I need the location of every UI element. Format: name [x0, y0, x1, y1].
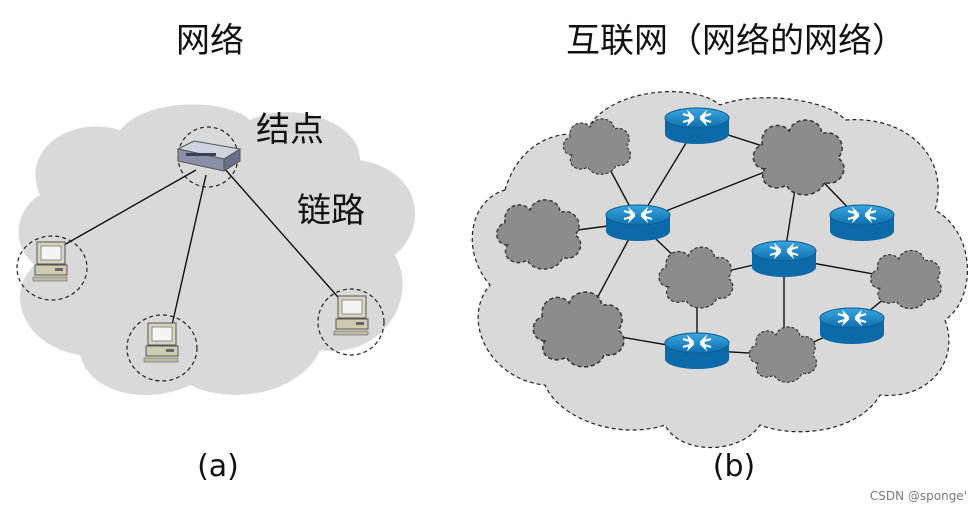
panel-a-caption: (a) [197, 449, 239, 484]
computer-icon [143, 322, 179, 363]
switch-icon [176, 140, 242, 172]
panel-a: 网络 结点 链路 (a) [16, 21, 416, 484]
router-icon [819, 307, 885, 345]
router-icon [829, 204, 895, 242]
router-icon [664, 332, 730, 370]
panel-b: 互联网（网络的网络） [471, 21, 969, 484]
node-highlight [126, 314, 198, 382]
link-line [171, 174, 207, 326]
router-icon [664, 107, 730, 145]
node-highlight [317, 288, 385, 356]
computer-icon [333, 295, 369, 336]
network-cloud [18, 104, 416, 395]
node-highlight [16, 235, 88, 301]
link-line [223, 167, 346, 306]
panel-a-title: 网络 [176, 21, 244, 61]
link-label: 链路 [297, 191, 365, 231]
link-line [63, 169, 197, 246]
router-icon [605, 204, 671, 242]
computer-icon [32, 241, 68, 282]
router-icon [751, 240, 817, 278]
watermark-text: CSDN @sponge' [870, 489, 967, 503]
node-label: 结点 [256, 110, 324, 150]
panel-b-caption: (b) [713, 449, 755, 484]
panel-b-title: 互联网（网络的网络） [566, 21, 906, 61]
